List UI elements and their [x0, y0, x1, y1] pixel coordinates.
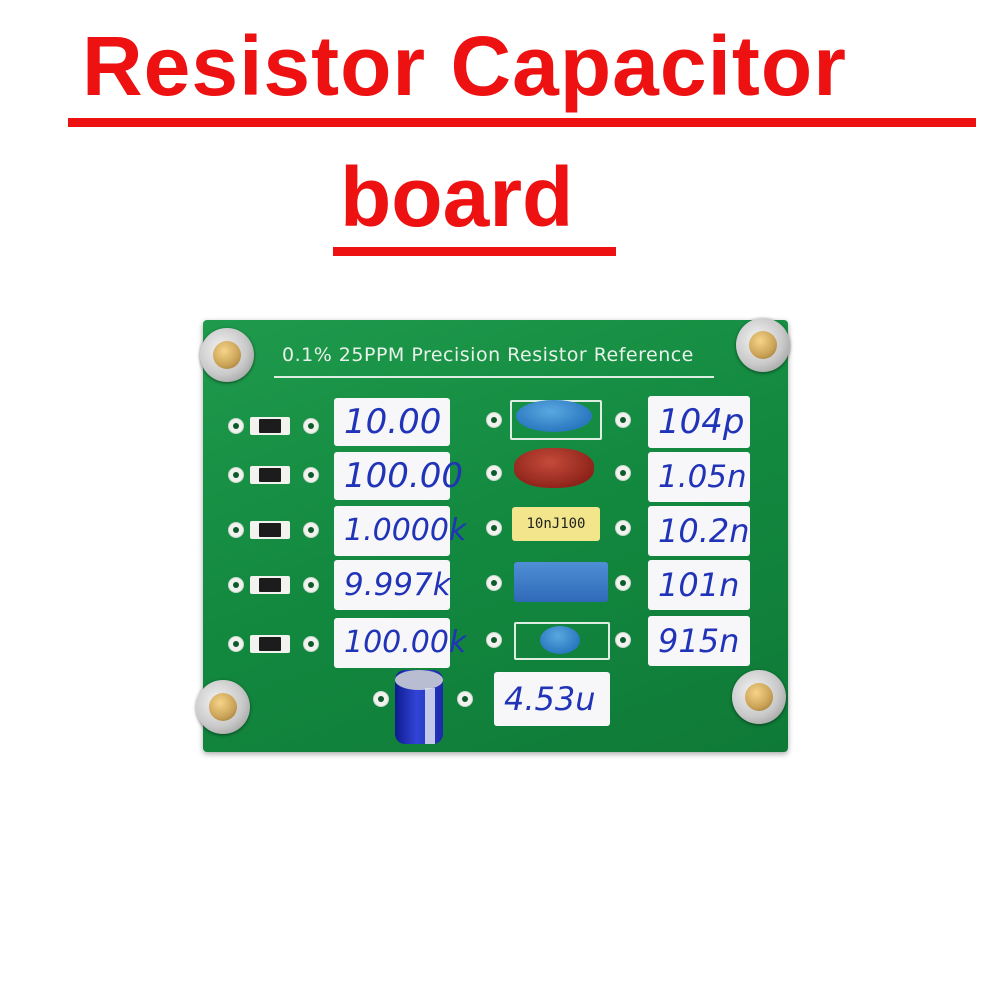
test-pad — [304, 419, 318, 433]
title-line-1: Resistor Capacitor — [82, 19, 847, 113]
capacitor-label: 915n — [648, 616, 750, 666]
title-underline-2 — [333, 247, 616, 256]
test-pad — [487, 413, 501, 427]
test-pad — [616, 633, 630, 647]
silkscreen-line — [274, 376, 714, 378]
test-pad — [229, 637, 243, 651]
title-line-2: board — [340, 150, 574, 244]
test-pad — [487, 521, 501, 535]
smd-resistor — [250, 576, 290, 594]
resistor-label: 9.997k — [334, 560, 451, 610]
test-pad — [229, 468, 243, 482]
test-pad — [229, 523, 243, 537]
standoff-top-right — [736, 318, 790, 372]
resistor-label: 1.0000k — [334, 506, 466, 556]
test-pad — [458, 692, 472, 706]
film-cap-marking: 10nJ100 — [526, 516, 586, 532]
smd-resistor — [250, 466, 290, 484]
test-pad — [374, 692, 388, 706]
capacitor-label: 101n — [648, 560, 750, 610]
test-pad — [616, 521, 630, 535]
electrolytic-label: 4.53u — [494, 672, 610, 726]
standoff-top-left — [200, 328, 254, 382]
test-pad — [616, 576, 630, 590]
test-pad — [229, 578, 243, 592]
capacitor-label: 1.05n — [648, 452, 750, 502]
capacitor-label: 104p — [648, 396, 750, 448]
standoff-bottom-right — [732, 670, 786, 724]
test-pad — [304, 637, 318, 651]
test-pad — [304, 578, 318, 592]
test-pad — [304, 468, 318, 482]
mica-capacitor — [514, 448, 594, 488]
smd-resistor — [250, 635, 290, 653]
silkscreen-title: 0.1% 25PPM Precision Resistor Reference — [282, 344, 694, 366]
resistor-label: 100.00 — [334, 452, 463, 500]
test-pad — [616, 466, 630, 480]
resistor-label: 100.00k — [334, 618, 466, 668]
test-pad — [487, 576, 501, 590]
box-capacitor — [514, 562, 608, 602]
cap-outline — [514, 622, 610, 660]
smd-resistor — [250, 521, 290, 539]
test-pad — [487, 633, 501, 647]
title-underline-1 — [68, 118, 976, 127]
ceramic-capacitor — [540, 626, 580, 654]
smd-resistor — [250, 417, 290, 435]
test-pad — [304, 523, 318, 537]
electrolytic-capacitor — [395, 670, 443, 744]
test-pad — [616, 413, 630, 427]
capacitor-label: 10.2n — [648, 506, 750, 556]
test-pad — [229, 419, 243, 433]
standoff-bottom-left — [196, 680, 250, 734]
resistor-label: 10.00 — [334, 398, 450, 446]
test-pad — [487, 466, 501, 480]
film-capacitor: 10nJ100 — [512, 507, 600, 541]
ceramic-capacitor — [516, 400, 592, 432]
